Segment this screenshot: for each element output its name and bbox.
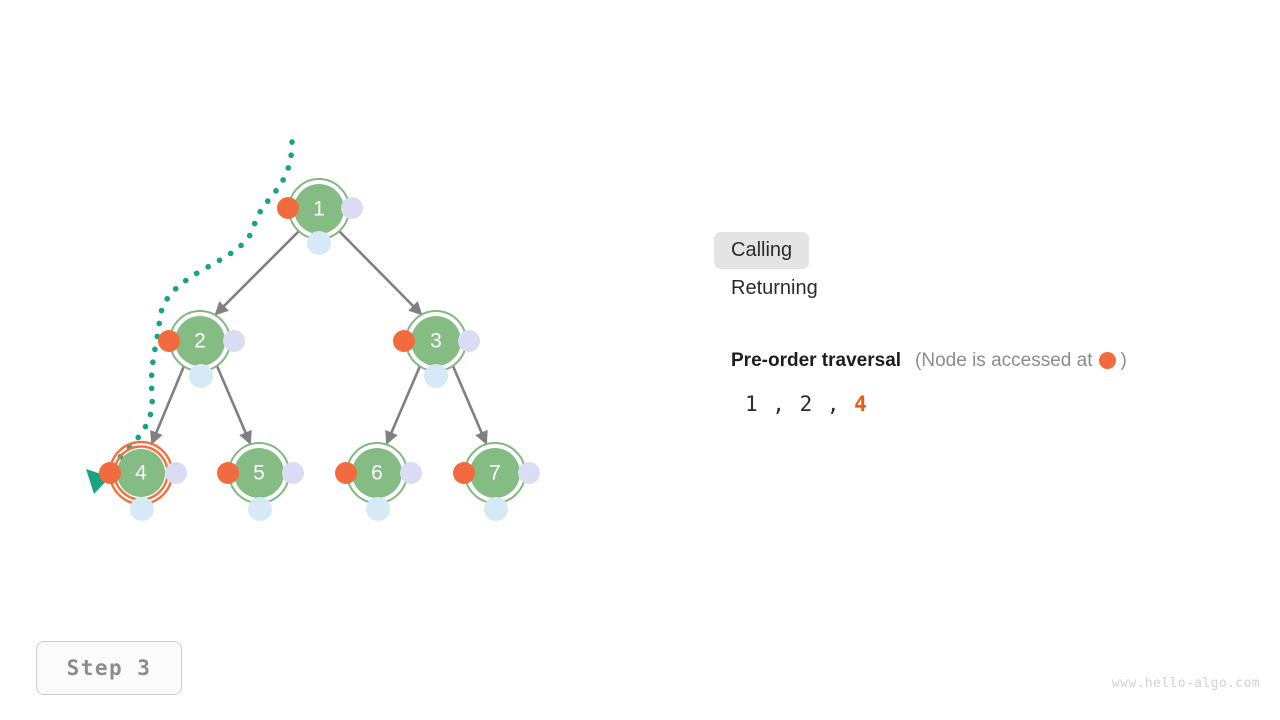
- node-4-access-dot: [99, 462, 121, 484]
- step-indicator: Step 3: [36, 641, 182, 695]
- node-4-bottom-dot: [130, 497, 154, 521]
- tree-node-5[interactable]: 5: [217, 442, 304, 521]
- node-2-label: 2: [194, 330, 206, 353]
- node-6-bottom-dot: [366, 497, 390, 521]
- node-5-label: 5: [253, 462, 265, 485]
- state-badge-calling[interactable]: Calling: [714, 232, 810, 269]
- node-6-label: 6: [371, 462, 383, 485]
- node-2-right-dot: [223, 330, 245, 352]
- state-label-returning[interactable]: Returning: [731, 277, 818, 299]
- edge-3-7: [451, 365, 488, 445]
- watermark: www.hello-algo.com: [1111, 676, 1260, 691]
- traversal-note-suffix: ): [1120, 350, 1127, 371]
- node-2-body: [175, 316, 225, 366]
- traversal-current-value: 4: [854, 392, 868, 416]
- edge-3-6: [385, 365, 422, 445]
- traversal-note: (Node is accessed at): [915, 350, 1127, 372]
- edge-1-3: [338, 230, 423, 316]
- traversal-path-line: [99, 139, 295, 482]
- node-3-access-dot: [393, 330, 415, 352]
- node-1-access-dot: [277, 197, 299, 219]
- tree-node-3[interactable]: 3: [393, 310, 480, 388]
- node-5-bottom-dot: [248, 497, 272, 521]
- node-1-right-dot: [341, 197, 363, 219]
- traversal-block: Pre-order traversal (Node is accessed at…: [714, 350, 1254, 416]
- tree-node-6[interactable]: 6: [335, 442, 422, 521]
- node-7-right-dot: [518, 462, 540, 484]
- traversal-title: Pre-order traversal: [731, 350, 902, 371]
- node-7-bottom-dot: [484, 497, 508, 521]
- state-row-returning: Returning: [714, 270, 1254, 307]
- node-2-bottom-dot: [189, 364, 213, 388]
- node-4-right-dot: [165, 462, 187, 484]
- traversal-visited-values: 1 , 2 ,: [745, 392, 855, 416]
- edge-2-5: [215, 365, 252, 445]
- node-3-right-dot: [458, 330, 480, 352]
- access-marker-dot-icon: [1099, 352, 1117, 369]
- node-4-body: [117, 449, 165, 497]
- node-6-access-dot: [335, 462, 357, 484]
- tree-node-2[interactable]: 2: [158, 310, 245, 388]
- info-panel: Calling Returning Pre-order traversal (N…: [714, 232, 1254, 416]
- node-7-body: [470, 448, 520, 498]
- tree-edges: [150, 230, 488, 445]
- edge-1-2: [214, 230, 300, 316]
- node-1-body: [294, 184, 344, 234]
- tree-node-7[interactable]: 7: [453, 442, 540, 521]
- tree-node-1[interactable]: 1: [277, 178, 363, 255]
- node-5-access-dot: [217, 462, 239, 484]
- traversal-note-prefix: (Node is accessed at: [915, 350, 1093, 371]
- traversal-result-list: 1 , 2 , 4: [731, 392, 1254, 416]
- node-2-access-dot: [158, 330, 180, 352]
- node-1-bottom-dot: [307, 231, 331, 255]
- node-6-body: [352, 448, 402, 498]
- traversal-path: [86, 139, 295, 494]
- node-3-label: 3: [430, 330, 442, 353]
- traversal-heading: Pre-order traversal (Node is accessed at…: [731, 350, 1254, 372]
- tree-node-4[interactable]: 4: [99, 440, 187, 521]
- node-3-body: [411, 316, 461, 366]
- node-5-body: [234, 448, 284, 498]
- node-5-right-dot: [282, 462, 304, 484]
- node-4-label: 4: [135, 462, 147, 485]
- node-6-right-dot: [400, 462, 422, 484]
- node-7-access-dot: [453, 462, 475, 484]
- node-3-bottom-dot: [424, 364, 448, 388]
- recursion-tree-diagram: 1 2 3 4 5: [86, 139, 540, 521]
- node-7-label: 7: [489, 462, 501, 485]
- node-1-label: 1: [313, 198, 325, 221]
- state-row-calling: Calling: [714, 232, 1254, 269]
- edge-2-4: [150, 365, 186, 445]
